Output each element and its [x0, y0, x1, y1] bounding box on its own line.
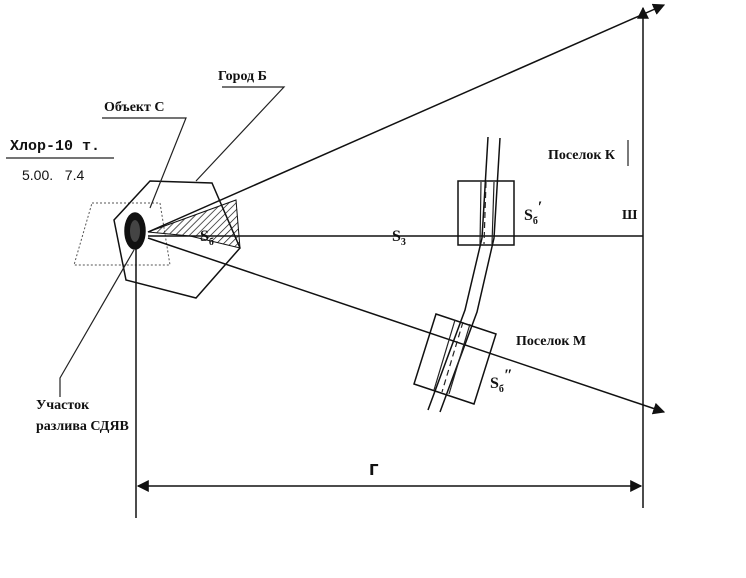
road-line-right	[439, 137, 501, 413]
settlement-m-label: Поселок М	[516, 334, 586, 349]
settlement-m-block	[413, 313, 497, 405]
hatched-zone	[147, 199, 241, 249]
city-b-leader	[195, 86, 286, 182]
object-dotted-outline	[73, 202, 171, 266]
settlement-k-road-left	[479, 181, 482, 245]
settlement-k-label: Поселок К	[548, 148, 616, 163]
spill-leader	[59, 249, 135, 397]
time-date-label: 5.00. 7.4	[22, 167, 84, 183]
settlement-k-road-dash	[483, 181, 487, 245]
spill-site-inner	[130, 220, 140, 242]
object-c-leader	[102, 117, 187, 209]
s-b-double-prime-label: Sб″	[490, 367, 513, 395]
s-3-label: S3	[392, 228, 406, 248]
chlorine-label: Хлор-10 т.	[10, 138, 100, 155]
road-line-left	[427, 136, 489, 411]
city-b-hexagon	[113, 180, 241, 299]
w-label: Ш	[622, 208, 638, 223]
city-b-label: Город Б	[218, 69, 267, 84]
settlement-k-road-right	[491, 181, 495, 245]
upper-ray-arrow	[147, 3, 666, 233]
s-b-label: Sб	[200, 228, 214, 248]
s-b-prime-label: Sб′	[524, 199, 542, 227]
settlement-m-road-dash	[441, 321, 464, 393]
settlement-m-road-left	[433, 319, 456, 391]
spill-site-label-line1: Участок	[36, 398, 90, 413]
lower-ray-arrow	[147, 237, 666, 415]
object-c-label: Объект С	[104, 100, 164, 115]
spill-site-label-line2: разлива СДЯВ	[36, 419, 129, 434]
gamma-label: Г	[369, 461, 379, 479]
settlement-m-road-right	[448, 323, 471, 395]
settlement-k-block	[457, 180, 515, 246]
